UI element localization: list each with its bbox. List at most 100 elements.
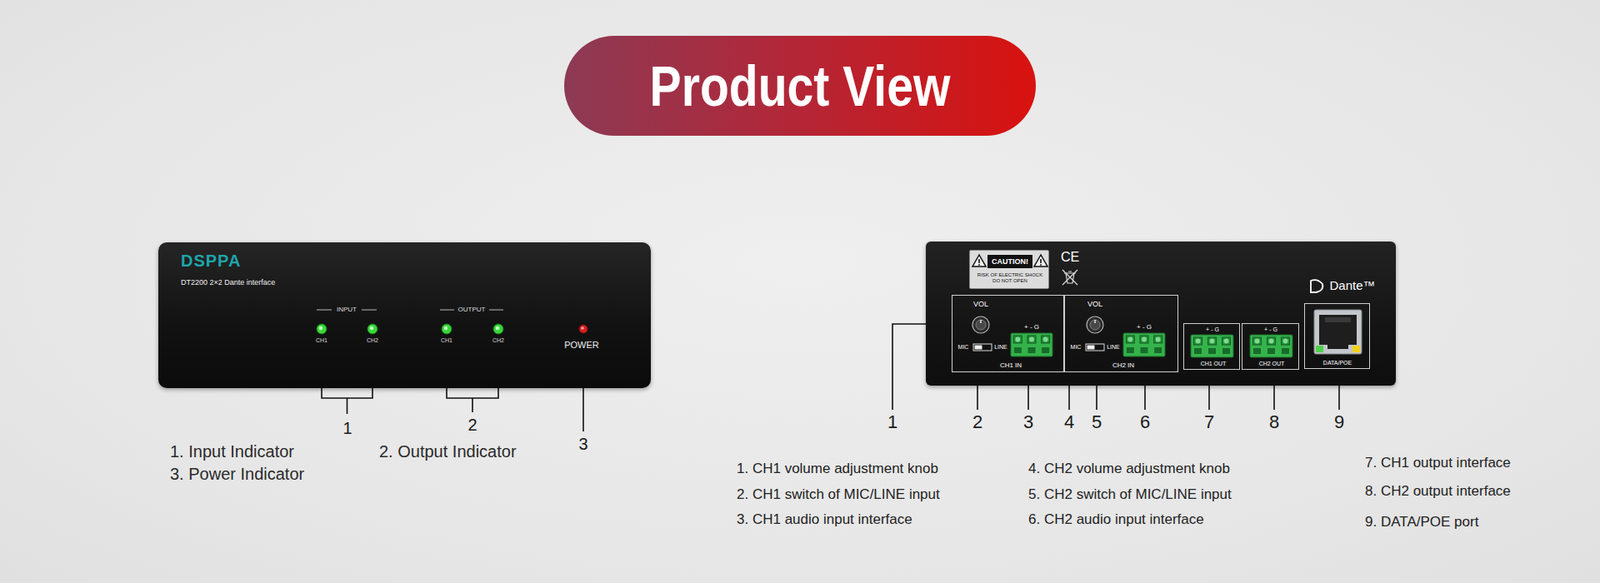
front-panel-artwork-part [367,324,378,335]
callout-description: 7. CH1 output interface [1365,455,1511,472]
callout-number: 6 [1140,411,1150,433]
port-label: CH1 OUT [1199,360,1229,368]
output-section-artwork-part [1190,335,1234,358]
title-banner: Product View [564,35,1036,136]
network-port-section-artwork-part [1325,317,1351,323]
caution-label-artwork-part [987,255,1033,269]
panel-text: Dante™ [1329,278,1375,293]
callout-description: 3. CH1 audio input interface [736,511,913,529]
front-panel-artwork-part [316,324,327,335]
input-section-artwork-part [1014,347,1022,354]
input-section-artwork-part [1154,347,1162,354]
output-section: + - G CH2 OUT [1241,323,1300,370]
output-section-artwork-part [1267,337,1276,345]
warning-text: RISK OF ELECTRIC SHOCK DO NOT OPEN [975,272,1045,285]
input-section-artwork-part [1027,335,1036,344]
port-label: VOL [1087,300,1103,309]
output-section-artwork-part [1210,339,1215,345]
input-section-artwork-part [975,345,983,350]
front-panel-artwork-part [319,326,500,331]
output-section-artwork-part [1194,337,1203,345]
input-section-artwork-part [1087,345,1095,350]
warning-text: CAUTION! [991,257,1029,266]
network-port-section-artwork-part [1352,345,1360,353]
caution-label-artwork-part [1040,264,1042,266]
input-section: VOLMICLINE+ - GCH1 IN [951,295,1065,373]
front-panel-artwork-part [579,325,588,334]
input-section-artwork-part [1140,335,1149,344]
output-section-artwork-part [1269,339,1275,345]
output-section-artwork-part [1253,348,1261,355]
output-section-artwork-part [1281,337,1290,345]
callout-number: 9 [1334,411,1345,433]
callout-number: 1 [887,411,898,433]
panel-text: DT2200 2×2 Dante interface [180,278,275,287]
callout-number: 5 [1091,411,1102,433]
output-section-artwork-part [1253,337,1262,345]
input-section-artwork-part [1041,335,1050,344]
network-port-section: DATA/POE [1304,303,1370,370]
title-text: Product View [650,57,951,115]
output-section-artwork-part [1255,339,1260,345]
callout-description: 3. Power Indicator [170,465,305,485]
callout-description: 9. DATA/POE port [1365,514,1479,531]
port-label: + - G [1264,326,1278,334]
port-label: CH1 IN [998,361,1024,370]
caution-label-artwork-part [1034,255,1048,267]
leader-line [582,388,585,432]
front-panel-artwork-part [441,324,452,335]
input-section-artwork-part [1028,347,1036,354]
input-section-artwork-part [1140,347,1149,354]
rear-panel-artwork-part [1062,270,1078,285]
front-panel-artwork-part [319,326,324,331]
callout-number: 1 [342,419,352,439]
caution-label-artwork-part [978,259,980,264]
input-section-artwork-part [1126,347,1135,354]
port-label: LINE [994,344,1008,351]
callout-number: 3 [1023,411,1034,433]
output-section-artwork-part [1267,348,1275,355]
input-section-artwork-part [1029,337,1035,343]
front-panel-artwork-part [493,324,504,335]
input-section-artwork-part [1155,337,1161,343]
port-label: VOL [973,300,989,309]
front-panel: DSPPADT2200 2×2 Dante interfaceINPUTCH1C… [158,242,651,389]
output-section-artwork-part [1208,337,1217,345]
callout-description: 1. CH1 volume adjustment knob [736,460,939,478]
input-section-artwork-part [973,344,992,351]
callout-description: 6. CH2 audio input interface [1028,511,1205,529]
panel-text: OUTPUT [458,305,486,314]
port-label: CH2 OUT [1257,360,1287,368]
port-label: + - G [1205,326,1220,334]
port-label: CH2 IN [1110,361,1136,370]
input-section-artwork-part [972,316,990,334]
network-port-section-artwork-part [1314,310,1362,355]
panel-text: POWER [564,340,600,351]
caution-label: CAUTION! RISK OF ELECTRIC SHOCK DO NOT OP… [969,250,1050,290]
bracket-line [446,388,499,413]
bracket-line [321,388,373,415]
caution-label-artwork-part [1040,259,1042,264]
panel-text: CE [1060,250,1080,265]
panel-text: CH1 [315,337,328,345]
input-section: VOLMICLINE+ - GCH2 IN [1064,295,1179,373]
output-section-artwork-part [1250,335,1293,358]
caution-label-artwork-part [972,255,986,267]
rear-panel-artwork-part [1062,270,1078,285]
input-section-artwork-part [975,320,986,330]
callout-description: 8. CH2 output interface [1365,483,1511,500]
callout-description: 1. Input Indicator [170,442,295,462]
callout-description: 4. CH2 volume adjustment knob [1028,460,1230,478]
panel-text: DSPPA [180,251,241,271]
callout-description: 2. Output Indicator [379,442,517,462]
caution-label-artwork [970,250,1050,290]
port-label: DATA/POE [1321,360,1354,367]
panel-text: CH2 [366,337,379,345]
port-label: MIC [1070,344,1082,351]
input-section-artwork-part [1013,335,1022,344]
input-section-artwork-part [1010,333,1053,357]
network-port-section-artwork-part [1319,315,1357,350]
input-section-artwork-part [1094,320,1095,324]
input-section-artwork-part [980,320,981,324]
